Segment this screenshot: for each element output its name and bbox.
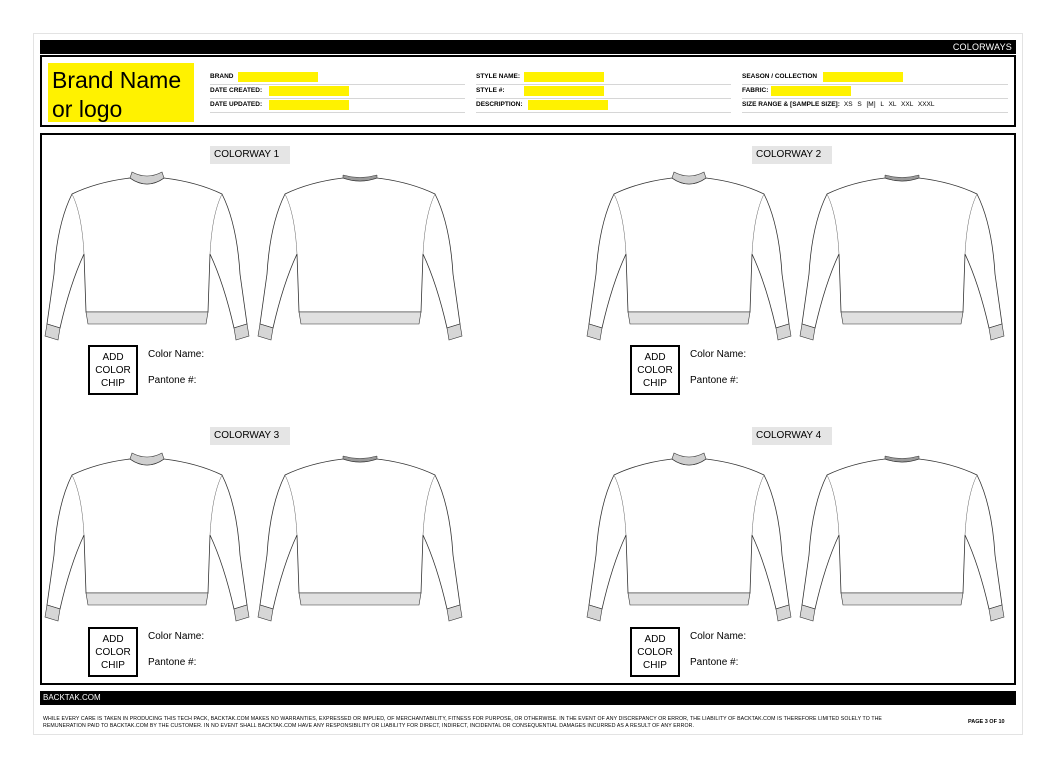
disclaimer-line-2: REMUNERATION PAID TO BACKTAK.COM BY THE …	[43, 723, 695, 729]
colorway-3-color-chip[interactable]: ADD COLOR CHIP	[88, 627, 138, 677]
style-name-field[interactable]: STYLE NAME:	[476, 71, 731, 85]
disclaimer-text: WHILE EVERY CARE IS TAKEN IN PRODUCING T…	[43, 716, 923, 730]
fabric-field[interactable]: FABRIC:	[742, 85, 1008, 99]
chip-text-line: COLOR	[637, 365, 673, 376]
date-updated-label: DATE UPDATED:	[210, 101, 263, 108]
section-title: COLORWAYS	[952, 42, 1012, 52]
style-number-field[interactable]: STYLE #:	[476, 85, 731, 99]
brand-field[interactable]: BRAND	[210, 71, 465, 85]
colorway-2-color-chip[interactable]: ADD COLOR CHIP	[630, 345, 680, 395]
size-list: XS S [M] L XL XXL XXXL	[843, 101, 935, 108]
date-updated-input-highlight[interactable]	[269, 100, 349, 110]
colorway-2-pantone-label: Pantone #:	[690, 375, 739, 386]
colorway-3-color-name-label: Color Name:	[148, 631, 205, 642]
colorway-1-label: COLORWAY 1	[210, 146, 290, 164]
colorway-4-label: COLORWAY 4	[752, 427, 832, 445]
logo-line-2: or logo	[52, 96, 123, 122]
season-field[interactable]: SEASON / COLLECTION	[742, 71, 1008, 85]
style-name-label: STYLE NAME:	[476, 73, 521, 80]
description-input-highlight[interactable]	[528, 100, 608, 110]
colorway-2-color-name-label: Color Name:	[690, 349, 747, 360]
header-panel: Brand Name or logo BRAND DATE CREATED: D…	[40, 55, 1016, 127]
style-number-label: STYLE #:	[476, 87, 505, 94]
colorways-panel	[40, 133, 1016, 685]
date-updated-field[interactable]: DATE UPDATED:	[210, 99, 465, 113]
colorway-4-color-chip[interactable]: ADD COLOR CHIP	[630, 627, 680, 677]
colorway-1-pantone-label: Pantone #:	[148, 375, 197, 386]
disclaimer-line-1: WHILE EVERY CARE IS TAKEN IN PRODUCING T…	[43, 716, 882, 722]
logo-line-1: Brand Name	[52, 67, 182, 93]
colorway-1-back-sweater[interactable]	[255, 164, 465, 344]
chip-text-line: ADD	[102, 352, 124, 363]
colorway-2-front-sweater[interactable]	[584, 164, 794, 344]
description-label: DESCRIPTION:	[476, 101, 523, 108]
date-created-label: DATE CREATED:	[210, 87, 263, 94]
size-range-label: SIZE RANGE & [SAMPLE SIZE]:	[742, 101, 840, 108]
colorway-1-front-sweater[interactable]	[42, 164, 252, 344]
colorway-4-color-name-label: Color Name:	[690, 631, 747, 642]
colorway-1-color-name-label: Color Name:	[148, 349, 205, 360]
colorway-4-pantone-label: Pantone #:	[690, 657, 739, 668]
style-number-input-highlight[interactable]	[524, 86, 604, 96]
description-field[interactable]: DESCRIPTION:	[476, 99, 731, 113]
colorway-3-back-sweater[interactable]	[255, 445, 465, 625]
season-label: SEASON / COLLECTION	[742, 73, 818, 80]
colorway-3-front-sweater[interactable]	[42, 445, 252, 625]
chip-text-line: CHIP	[101, 660, 125, 671]
chip-text-line: ADD	[644, 634, 666, 645]
page-sheet	[33, 33, 1023, 735]
colorway-3-pantone-label: Pantone #:	[148, 657, 197, 668]
colorway-4-front-sweater[interactable]	[584, 445, 794, 625]
page-number: PAGE 3 OF 10	[968, 719, 1005, 725]
chip-text-line: CHIP	[643, 378, 667, 389]
footer-bar: BACKTAK.COM	[40, 691, 1016, 705]
footer-site-link[interactable]: BACKTAK.COM	[43, 693, 101, 702]
chip-text-line: CHIP	[101, 378, 125, 389]
chip-text-line: ADD	[644, 352, 666, 363]
chip-text-line: CHIP	[643, 660, 667, 671]
brand-logo-placeholder[interactable]: Brand Name or logo	[48, 63, 194, 122]
brand-input-highlight[interactable]	[238, 72, 318, 82]
season-input-highlight[interactable]	[823, 72, 903, 82]
date-created-input-highlight[interactable]	[269, 86, 349, 96]
top-bar: COLORWAYS	[40, 40, 1016, 54]
colorway-2-back-sweater[interactable]	[797, 164, 1007, 344]
colorway-3-label: COLORWAY 3	[210, 427, 290, 445]
style-name-input-highlight[interactable]	[524, 72, 604, 82]
colorway-4-back-sweater[interactable]	[797, 445, 1007, 625]
size-range-field[interactable]: SIZE RANGE & [SAMPLE SIZE]:XS S [M] L XL…	[742, 99, 1008, 113]
chip-text-line: ADD	[102, 634, 124, 645]
date-created-field[interactable]: DATE CREATED:	[210, 85, 465, 99]
colorway-2-label: COLORWAY 2	[752, 146, 832, 164]
colorway-1-color-chip[interactable]: ADD COLOR CHIP	[88, 345, 138, 395]
chip-text-line: COLOR	[637, 647, 673, 658]
chip-text-line: COLOR	[95, 647, 131, 658]
brand-label: BRAND	[210, 73, 234, 80]
fabric-input-highlight[interactable]	[771, 86, 851, 96]
chip-text-line: COLOR	[95, 365, 131, 376]
fabric-label: FABRIC:	[742, 87, 769, 94]
